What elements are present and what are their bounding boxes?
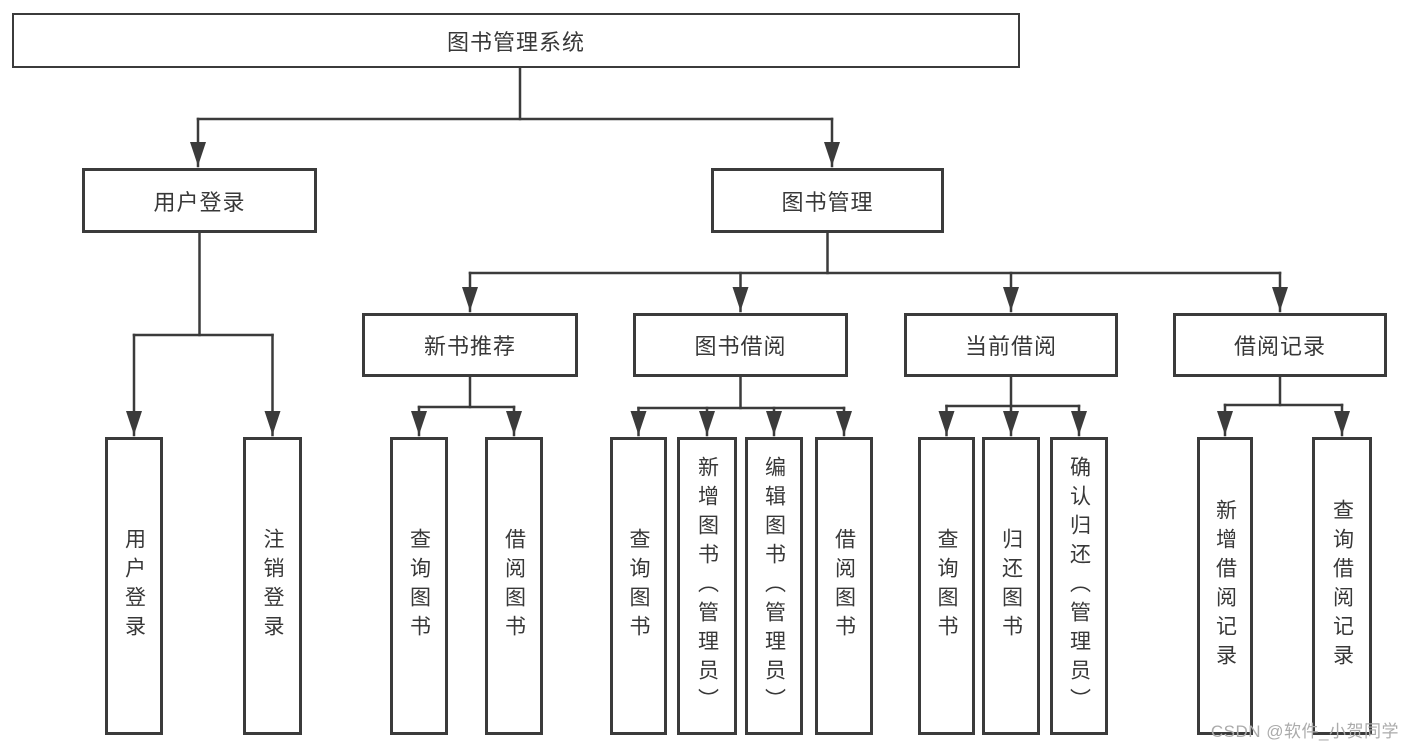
node-book-borrowing: 图书借阅	[633, 313, 848, 377]
leaf-user-login: 用户登录	[105, 437, 163, 735]
leaf-label: 查询图书	[935, 528, 958, 644]
node-label: 图书借阅	[694, 334, 787, 359]
leaf-label: 新增借阅记录	[1213, 499, 1237, 673]
leaf-label: 查询借阅记录	[1330, 499, 1354, 673]
leaf-label: 新增图书（管理员）	[695, 455, 719, 717]
leaf-query-books-recommend: 查询图书	[390, 437, 448, 735]
leaf-label: 注销登录	[261, 528, 284, 644]
node-label: 图书管理系统	[446, 29, 585, 55]
leaf-query-books-current: 查询图书	[918, 437, 975, 735]
node-label: 当前借阅	[964, 334, 1057, 359]
leaf-label: 查询图书	[407, 528, 431, 644]
node-current-borrowing: 当前借阅	[904, 313, 1118, 377]
leaf-add-borrow-record: 新增借阅记录	[1197, 437, 1253, 735]
leaf-borrow-books: 借阅图书	[815, 437, 873, 735]
leaf-confirm-return-admin: 确认归还（管理员）	[1050, 437, 1108, 735]
leaf-query-books-borrowing: 查询图书	[610, 437, 667, 735]
leaf-return-books: 归还图书	[982, 437, 1040, 735]
node-new-book-recommend: 新书推荐	[362, 313, 578, 377]
node-label: 用户登录	[153, 189, 246, 215]
node-label: 新书推荐	[423, 334, 516, 359]
node-borrowing-records: 借阅记录	[1173, 313, 1387, 377]
node-library-management-system: 图书管理系统	[12, 13, 1020, 68]
leaf-add-books-admin: 新增图书（管理员）	[677, 437, 737, 735]
leaf-label: 借阅图书	[832, 528, 856, 644]
leaf-logout: 注销登录	[243, 437, 302, 735]
leaf-label: 归还图书	[999, 528, 1023, 644]
leaf-label: 确认归还（管理员）	[1067, 455, 1091, 717]
leaf-borrow-books-recommend: 借阅图书	[485, 437, 543, 735]
leaf-label: 用户登录	[122, 528, 146, 644]
node-user-login: 用户登录	[82, 168, 317, 233]
node-label: 图书管理	[781, 189, 874, 215]
csdn-watermark: CSDN @软件_小贺同学	[1210, 722, 1399, 741]
leaf-label: 编辑图书（管理员）	[762, 455, 786, 717]
node-book-management: 图书管理	[711, 168, 944, 233]
leaf-label: 查询图书	[627, 528, 650, 644]
leaf-query-borrow-record: 查询借阅记录	[1312, 437, 1372, 735]
leaf-edit-books-admin: 编辑图书（管理员）	[745, 437, 803, 735]
node-label: 借阅记录	[1233, 334, 1326, 359]
leaf-label: 借阅图书	[502, 528, 526, 644]
